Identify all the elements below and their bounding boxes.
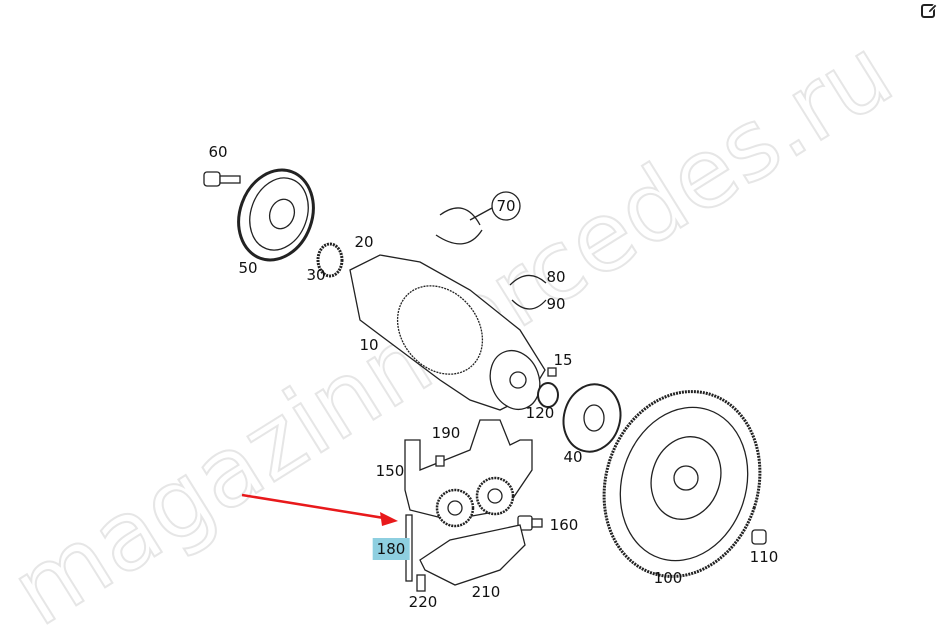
gear-30-drawing [316,242,344,278]
bolt-60-drawing [203,171,241,187]
bolt-160-drawing [517,515,543,531]
pointer-arrow [241,493,398,526]
part-label-90[interactable]: 90 [546,295,566,313]
part-label-150[interactable]: 150 [375,462,405,480]
part-label-20[interactable]: 20 [354,233,374,251]
part-label-160[interactable]: 160 [549,516,579,534]
pulley-50-drawing [237,168,315,262]
part-label-60[interactable]: 60 [208,143,228,161]
part-label-15[interactable]: 15 [553,351,573,369]
bearing-120-drawing [537,382,559,408]
part-label-80[interactable]: 80 [546,268,566,286]
bolt-220-drawing [416,574,426,592]
thrust-shells-80-90-drawing [509,274,547,310]
flywheel-100-drawing [602,390,762,578]
part-label-70[interactable]: 70 [496,197,516,215]
pin-15-drawing [547,367,557,377]
edit-icon[interactable] [920,2,938,20]
cover-210-drawing [419,524,526,586]
part-label-100[interactable]: 100 [653,569,683,587]
bolt-110-drawing [751,529,767,545]
part-label-180[interactable]: 180 [372,538,410,560]
part-label-110[interactable]: 110 [749,548,779,566]
part-label-30[interactable]: 30 [306,266,326,284]
part-label-120[interactable]: 120 [525,404,555,422]
part-label-210[interactable]: 210 [471,583,501,601]
part-label-50[interactable]: 50 [238,259,258,277]
housing-150-drawing [404,419,533,528]
part-label-220[interactable]: 220 [408,593,438,611]
bearing-shells-70-drawing [435,191,521,245]
plate-40-drawing [562,383,622,453]
crankshaft-10-drawing [349,254,546,411]
part-label-190[interactable]: 190 [431,424,461,442]
part-label-40[interactable]: 40 [563,448,583,466]
part-label-10[interactable]: 10 [359,336,379,354]
